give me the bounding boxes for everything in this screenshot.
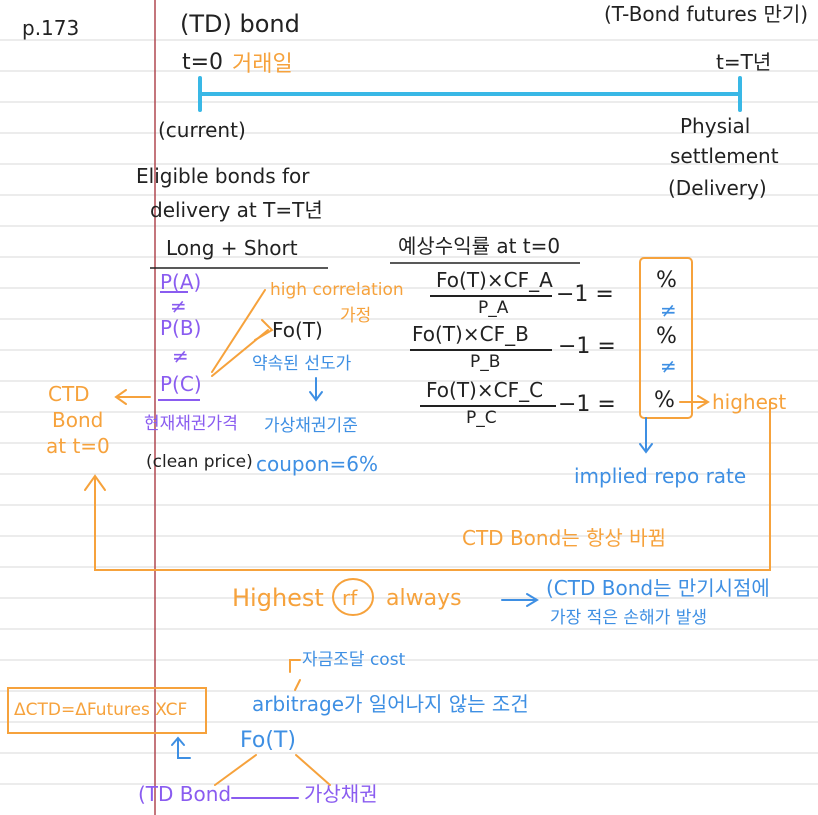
settlement-1: Physial	[680, 114, 751, 138]
clean-price-en: (clean price)	[146, 452, 253, 472]
trade-date-note: 거래일	[232, 52, 293, 77]
bottom-fot: Fo(T)	[240, 728, 296, 753]
funding-cost: 자금조달 cost	[302, 650, 406, 670]
no-arbitrage: arbitrage가 일어나지 않는 조건	[252, 692, 529, 716]
virtual-bond-basis: 가상채권기준	[264, 416, 358, 436]
eq-a-rest: −1 =	[556, 282, 614, 307]
result-line-2: 가장 적은 손해가 발생	[550, 608, 707, 628]
assumption: 가정	[340, 306, 372, 326]
clean-price-kr: 현재채권가격	[144, 414, 238, 434]
ctd-line-1: CTD	[48, 382, 90, 406]
eq-c-den: P_C	[466, 408, 497, 428]
neq-ab: ≠	[170, 294, 187, 318]
coupon-rate: coupon=6%	[256, 452, 379, 476]
implied-repo-rate: implied repo rate	[574, 464, 747, 488]
ctd-line-3: at t=0	[46, 434, 110, 458]
futures-price-fot: Fo(T)	[272, 318, 323, 342]
ctd-line-2: Bond	[52, 408, 104, 432]
delta-equation: ΔCTD=ΔFutures XCF	[14, 700, 188, 720]
neq-pct-2: ≠	[660, 354, 677, 378]
tbond-title: (T-Bond futures 만기)	[604, 2, 809, 26]
t0-label: t=0	[182, 50, 224, 75]
pct-c: %	[654, 388, 675, 413]
price-a: P(A)	[160, 270, 202, 294]
high-correlation: high correlation	[270, 280, 404, 300]
price-b: P(B)	[160, 316, 202, 340]
tT-label: t=T년	[716, 50, 772, 74]
rf-circled: rf	[342, 586, 358, 610]
virtual-bond-bottom: 가상채권	[304, 782, 378, 806]
highest-label: highest	[712, 390, 787, 414]
timeline-line	[198, 76, 742, 112]
current-label: (current)	[158, 118, 246, 142]
eq-c-num: Fo(T)×CF_C	[426, 378, 544, 402]
eq-a-num: Fo(T)×CF_A	[436, 268, 553, 292]
eq-c-rest: −1 =	[558, 392, 616, 417]
highest-rf: Highest	[232, 584, 324, 612]
result-line-1: (CTD Bond는 만기시점에	[546, 576, 770, 600]
expected-return: 예상수익률 at t=0	[398, 234, 561, 258]
neq-bc: ≠	[172, 344, 189, 368]
always: always	[386, 586, 462, 611]
ctd-changes: CTD Bond는 항상 바뀜	[462, 526, 666, 550]
eligible-line-1: Eligible bonds for	[136, 164, 310, 188]
long-short: Long + Short	[166, 236, 298, 260]
eligible-line-2: delivery at T=T년	[150, 198, 323, 222]
pct-a: %	[656, 268, 677, 293]
neq-pct-1: ≠	[660, 298, 677, 322]
page-number: p.173	[22, 16, 80, 40]
promised-forward: 약속된 선도가	[252, 354, 352, 374]
ctd-bond-bottom: (TD Bond	[138, 782, 232, 806]
bond-title: (TD) bond	[180, 10, 300, 38]
eq-a-den: P_A	[478, 298, 509, 318]
pct-b: %	[656, 324, 677, 349]
settlement-2: settlement	[670, 144, 779, 168]
eq-b-num: Fo(T)×CF_B	[412, 322, 529, 346]
eq-b-den: P_B	[470, 352, 501, 372]
eq-b-rest: −1 =	[558, 334, 616, 359]
price-c: P(C)	[160, 372, 202, 396]
settlement-3: (Delivery)	[668, 176, 767, 200]
